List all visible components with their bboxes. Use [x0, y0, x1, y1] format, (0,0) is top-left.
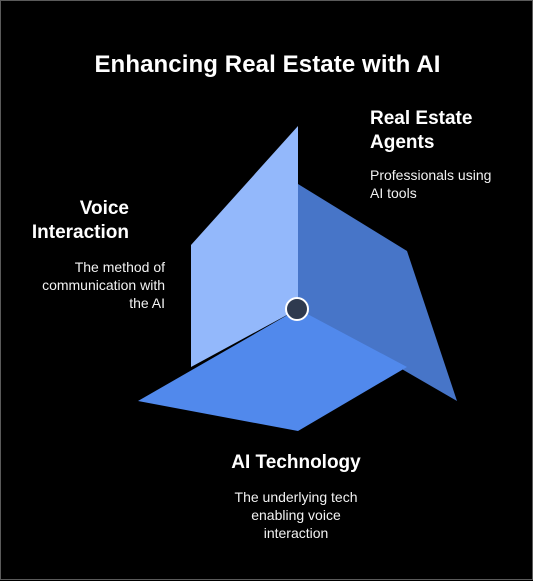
voice-panel: [191, 126, 298, 367]
agents-panel: [298, 184, 457, 401]
page-title: Enhancing Real Estate with AI: [94, 51, 441, 78]
tech-heading: AI Technology: [231, 452, 361, 473]
tech-panel: [138, 309, 407, 431]
center-node: [285, 297, 309, 321]
